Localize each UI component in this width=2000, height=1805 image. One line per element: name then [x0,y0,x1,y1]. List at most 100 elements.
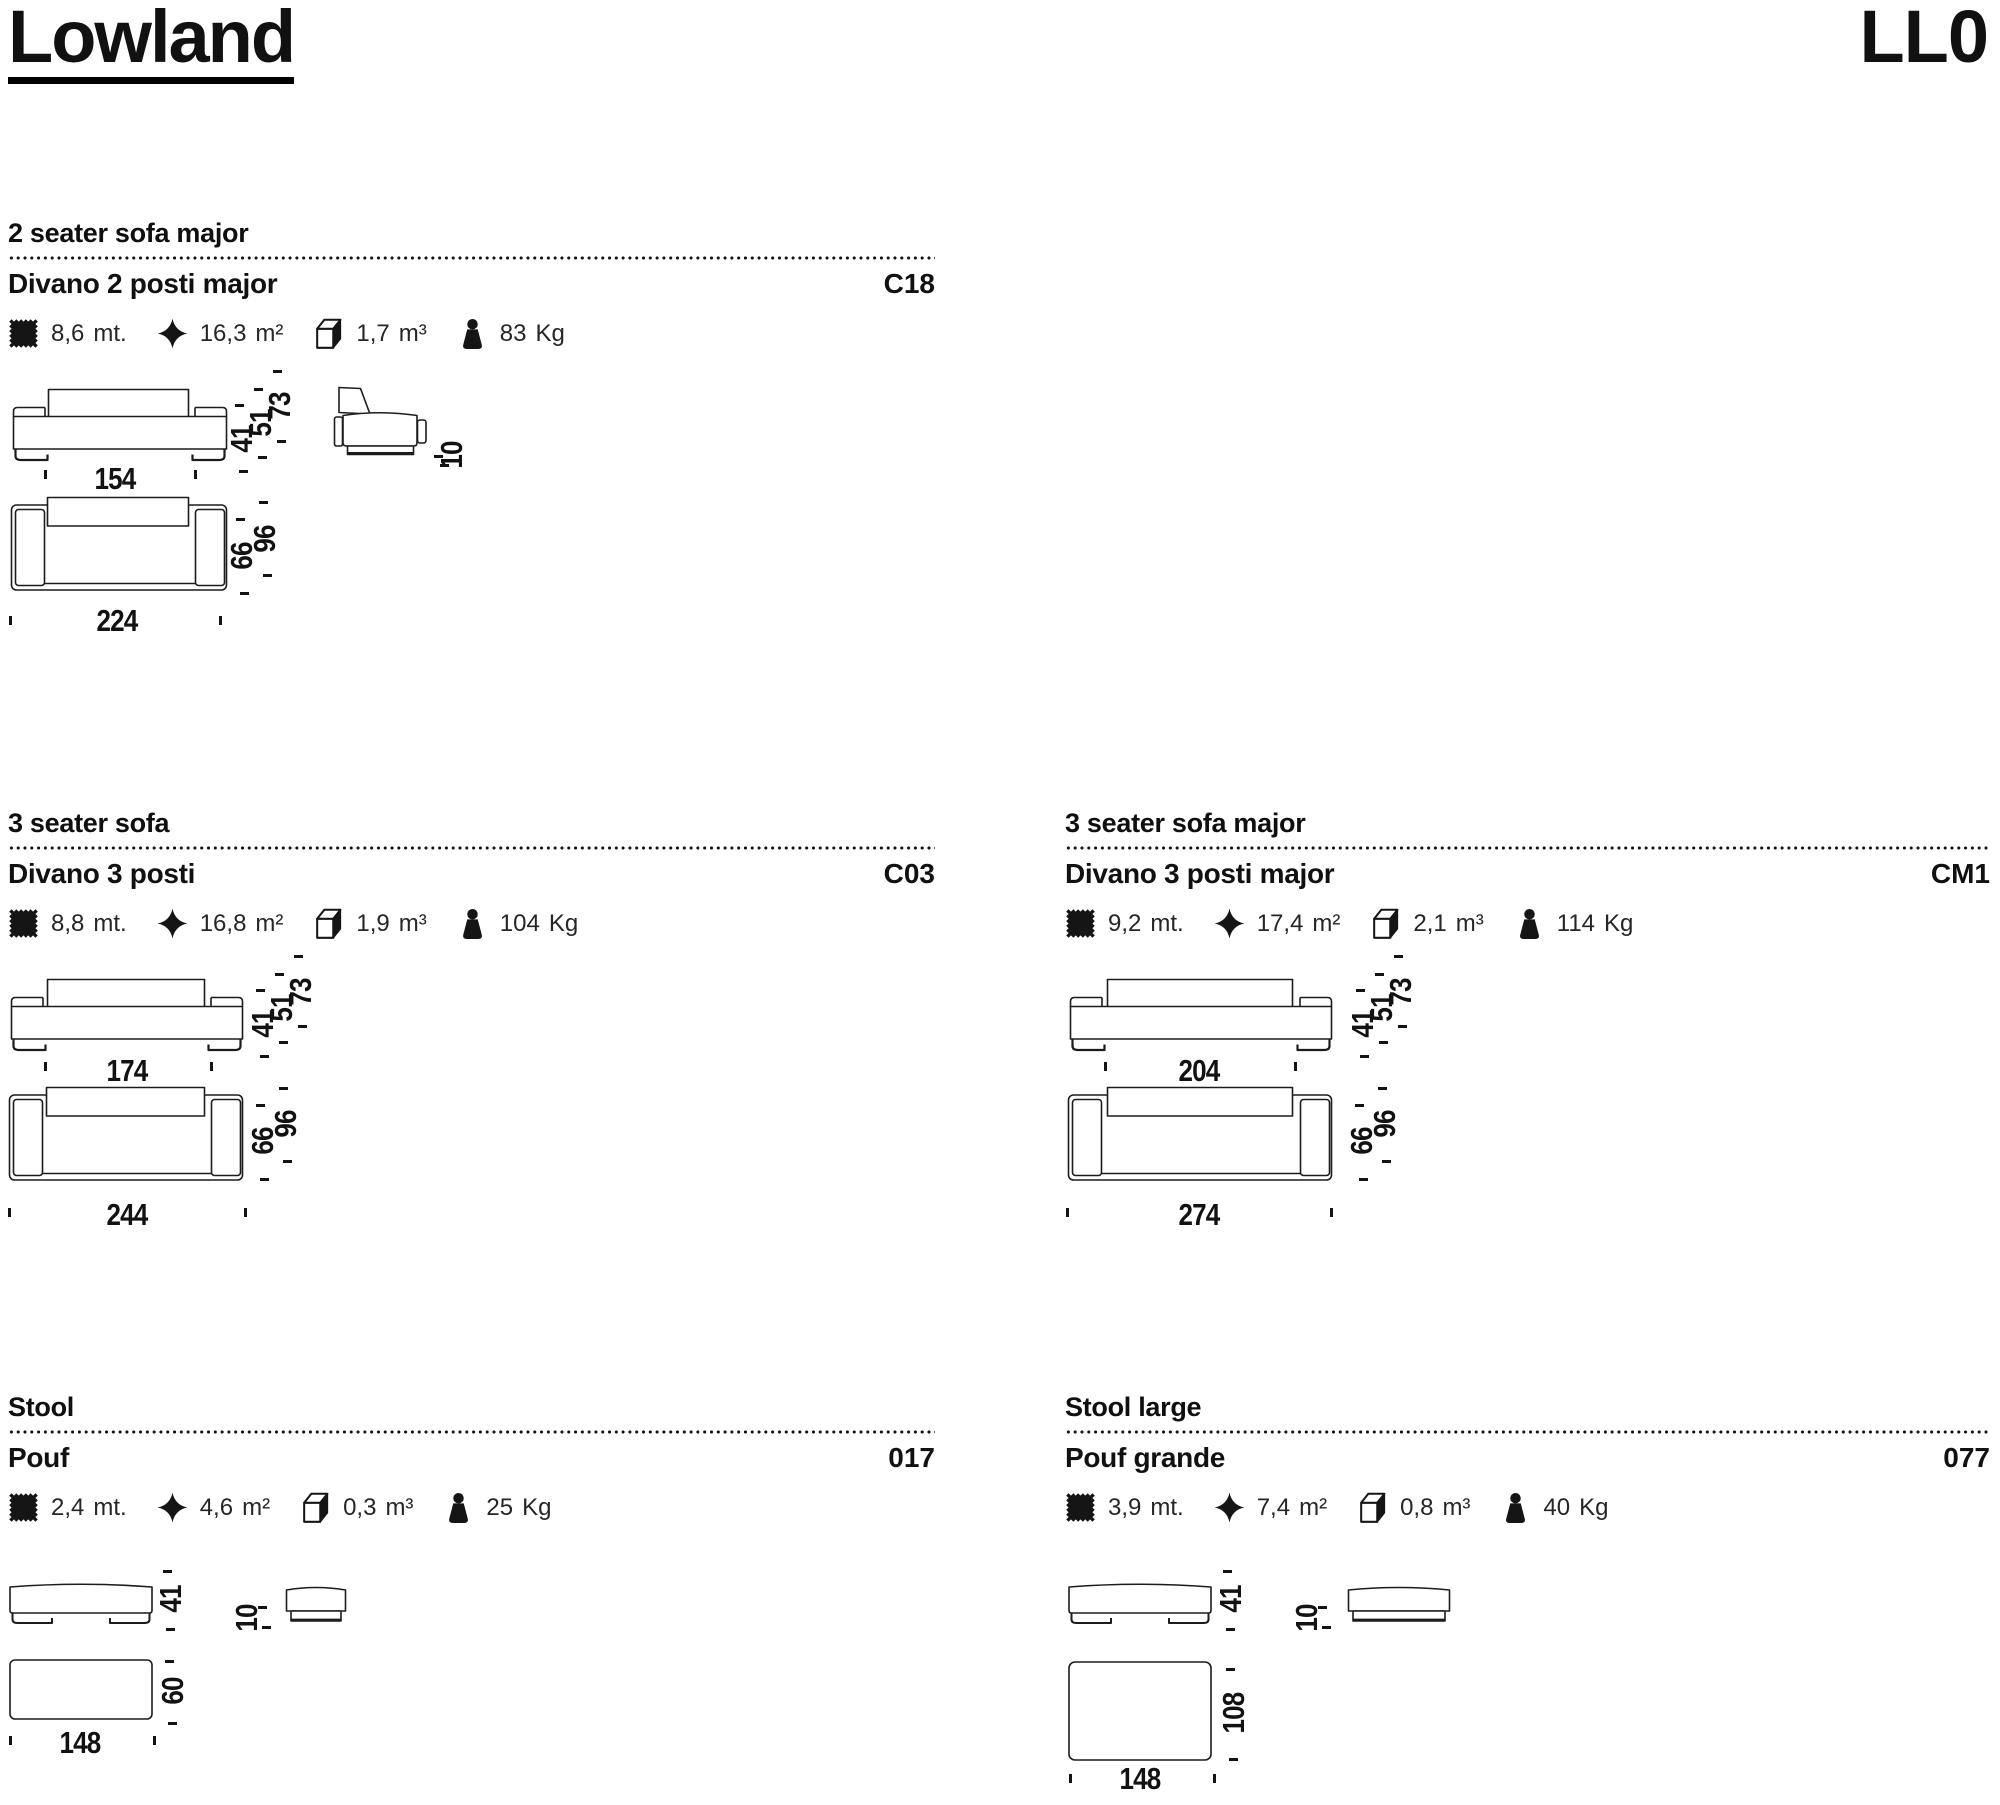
spec-value: 8,8 [51,909,85,937]
fabric-swatch-icon [1065,908,1096,939]
section-title-en: Stool large [1065,1392,1202,1422]
dim-tick [1379,1041,1388,1044]
sofa-top-view-drawing [10,496,228,591]
dim-plinth-height: 10 [229,1604,264,1632]
pouf-side-view-drawing [1347,1586,1451,1622]
dim-tick [8,1208,11,1217]
weight-icon [1500,1492,1531,1523]
dim-plinth-height: 10 [1289,1604,1324,1632]
dim-tick [240,592,249,595]
weight-icon [1514,908,1545,939]
dim-tick [1294,1062,1297,1071]
dim-tick [273,370,282,373]
spec-value: 0,8 [1400,1493,1434,1521]
volume-cube-icon [313,318,344,349]
dim-tick [219,616,222,625]
spec-value: 17,4 [1256,909,1304,937]
volume-cube-icon [300,1492,331,1523]
dim-tick [259,501,268,504]
spec-unit: Kg [1604,909,1634,937]
spec-unit: m³ [1455,909,1484,937]
spec-unit: m² [255,319,284,347]
spec-fabric: 8,8 mt. [8,908,127,939]
dim-tick [244,1208,247,1217]
dim-inner-width: 174 [106,1053,149,1088]
dim-tick [275,973,284,976]
fabric-swatch-icon [8,908,39,939]
volume-cube-icon [313,908,344,939]
spec-value: 2,1 [1413,909,1447,937]
dim-tick [236,518,245,521]
dim-tick [434,455,443,458]
dim-depth: 108 [1216,1692,1251,1734]
dim-tick [277,440,286,443]
model-code: C03 [883,858,935,889]
leather-hide-icon [157,908,188,939]
fabric-swatch-icon [8,1492,39,1523]
spec-unit: m³ [1442,1493,1471,1521]
spec-unit: mt. [93,1493,127,1521]
dim-total-depth: 96 [247,525,282,553]
dim-total-depth: 96 [1367,1110,1402,1138]
dim-tick [279,1041,288,1044]
dim-tick [44,1062,47,1071]
dim-tick [260,1055,269,1058]
spec-value: 16,8 [199,909,247,937]
spec-unit: mt. [1150,909,1184,937]
dim-tick [1382,1160,1391,1163]
leather-hide-icon [157,1492,188,1523]
dim-inner-width: 154 [94,461,137,496]
dim-tick [254,388,263,391]
dim-tick [258,1606,267,1609]
weight-icon [457,908,488,939]
pouf-front-view-drawing [1068,1583,1212,1624]
sofa-side-view-drawing [333,386,427,456]
dim-tick [1223,1570,1232,1573]
fabric-swatch-icon [1065,1492,1096,1523]
spec-unit: mt. [1150,1493,1184,1521]
spec-unit: Kg [1579,1493,1609,1521]
spec-volume: 0,8 m³ [1357,1492,1470,1523]
dim-tick [210,1062,213,1071]
dim-tick [239,470,248,473]
spec-unit: mt. [93,909,127,937]
spec-value: 83 [499,319,527,347]
dim-tick [1322,1626,1331,1629]
weight-icon [457,318,488,349]
spec-value: 4,6 [199,1493,234,1521]
dim-tick [9,1736,12,1745]
spec-value: 7,4 [1256,1493,1291,1521]
dim-tick [256,989,265,992]
dim-width: 148 [59,1725,102,1760]
dim-tick [440,464,449,467]
section-title-it: Divano 3 posti [8,858,196,889]
dim-tick [298,1025,307,1028]
dotted-divider [1065,1430,1990,1434]
dim-tick [166,1628,175,1631]
pouf-top-view-drawing [9,1659,153,1720]
dim-tick [1069,1774,1072,1783]
section-title-it: Divano 2 posti major [8,268,278,299]
spec-unit: m³ [385,1493,414,1521]
section-title-it: Pouf [8,1442,70,1473]
dim-tick [283,1160,292,1163]
dim-tick [1066,1208,1069,1217]
spec-value: 8,6 [51,319,85,347]
dim-total-width: 244 [106,1197,149,1232]
dim-height: 41 [1213,1585,1248,1613]
spec-unit: m³ [398,909,427,937]
section-title-it: Divano 3 posti major [1065,858,1335,889]
spec-value: 104 [499,909,540,937]
section-title-en: Stool [8,1392,74,1422]
dim-tick [256,1104,265,1107]
